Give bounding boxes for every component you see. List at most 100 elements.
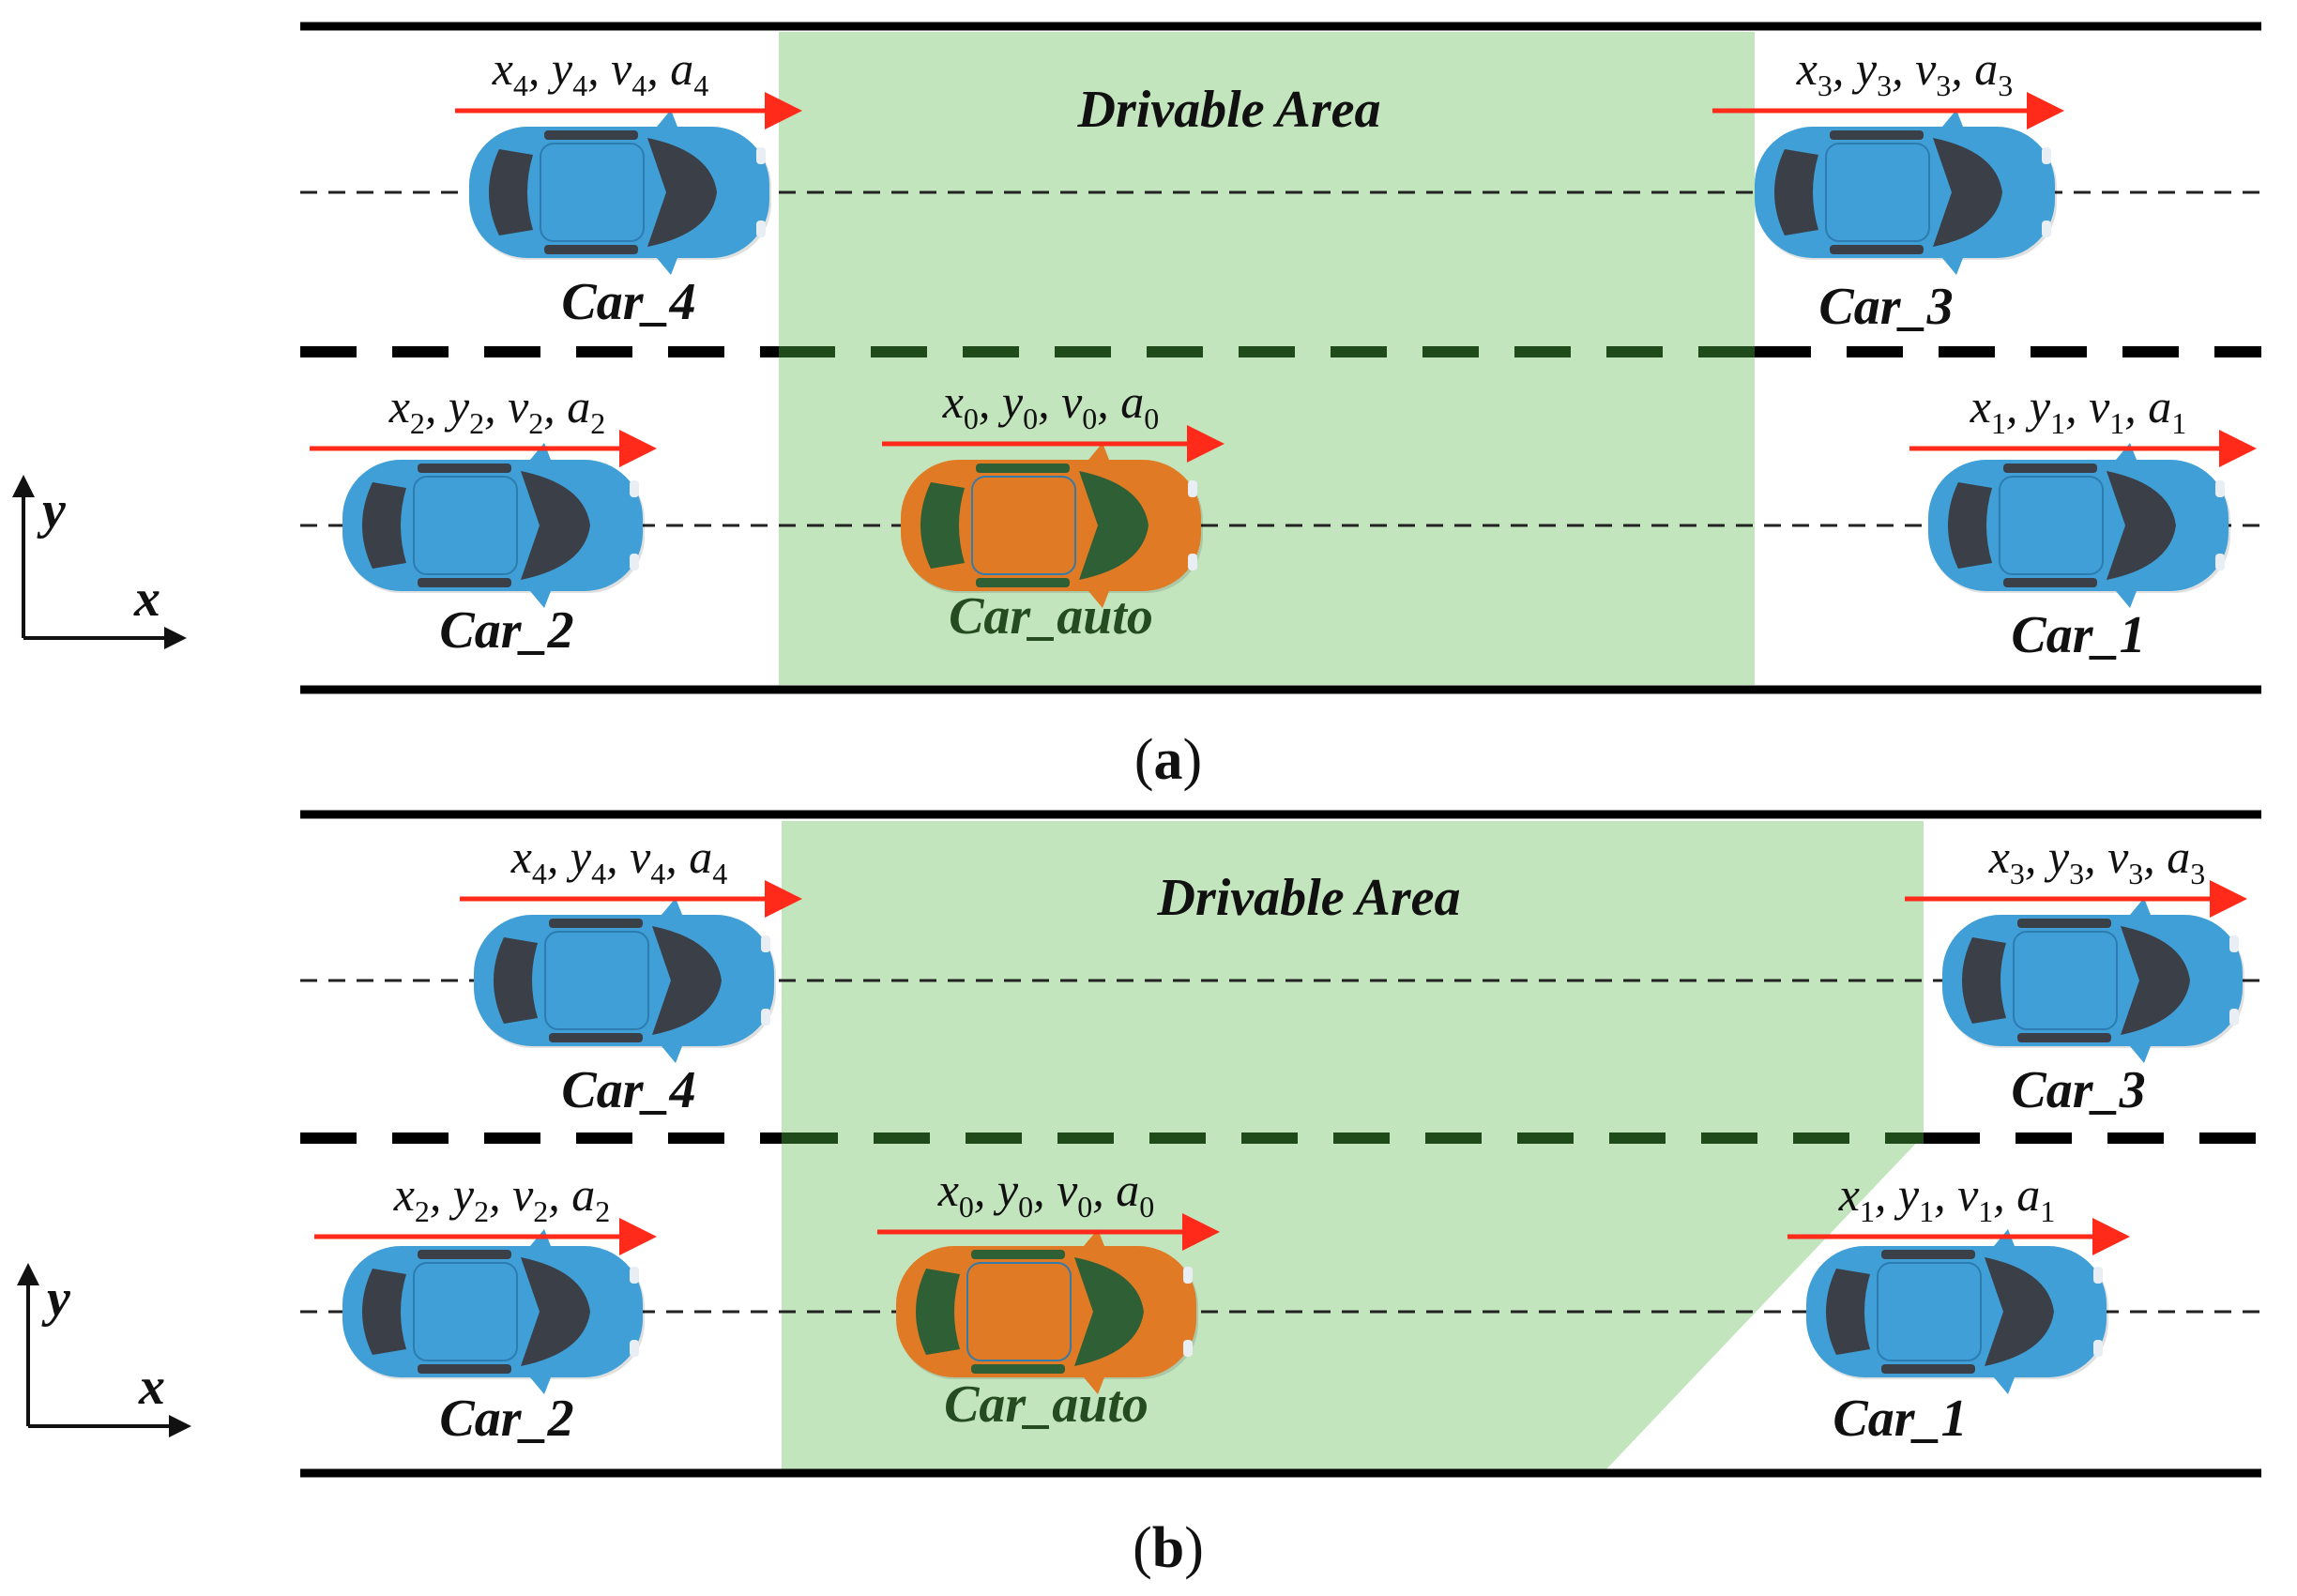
mirror-bottom [530, 591, 551, 608]
side-window-top [976, 464, 1070, 473]
state-var: v [508, 380, 529, 433]
headlight-top [1188, 480, 1197, 497]
car-roof [971, 476, 1076, 575]
car_2-car-icon [342, 443, 645, 608]
y-axis-label: y [41, 1269, 71, 1328]
rear-window [362, 1269, 406, 1355]
state-subscript: 4 [712, 857, 727, 890]
state-var: v [1957, 1168, 1979, 1221]
state-comma: , [979, 375, 1002, 428]
state-subscript: 4 [513, 68, 528, 102]
car_auto-car-icon [896, 1229, 1198, 1394]
windshield [2121, 926, 2190, 1035]
mirror-top [530, 443, 551, 460]
windshield [1933, 138, 2002, 247]
state-subscript: 3 [1936, 68, 1951, 102]
mirror-bottom [1994, 1377, 2015, 1394]
mirror-top [2130, 898, 2151, 915]
state-subscript: 2 [528, 406, 543, 440]
side-window-bottom [1881, 1364, 1975, 1374]
car-roof [544, 931, 649, 1030]
headlight-bottom [630, 1340, 639, 1357]
headlight-bottom [761, 1009, 770, 1026]
state-var: y [2044, 830, 2070, 883]
rear-window [362, 482, 406, 569]
rear-window [489, 149, 533, 236]
state-var: x [510, 830, 532, 883]
windshield [2107, 471, 2176, 580]
state-subscript: 4 [591, 857, 606, 890]
state-var: y [547, 42, 573, 95]
car-roof [413, 1262, 518, 1361]
state-vector-label: x3, y3, v3, a3 [1988, 830, 2206, 890]
state-var: y [566, 830, 592, 883]
state-subscript: 0 [1139, 1190, 1154, 1224]
state-subscript: 4 [572, 68, 587, 102]
state-comma: , [1951, 42, 1974, 95]
state-subscript: 0 [1023, 402, 1038, 435]
vehicle-name-label: Car_4 [561, 1061, 695, 1119]
vehicle-name-label: Car_1 [2011, 606, 2145, 664]
side-window-bottom [2017, 1033, 2111, 1042]
mirror-bottom [2130, 1046, 2151, 1063]
state-comma: , [1033, 1163, 1057, 1216]
headlight-top [1183, 1267, 1193, 1284]
state-var: y [2025, 380, 2051, 433]
state-subscript: 0 [1144, 402, 1159, 435]
state-comma: , [1097, 375, 1120, 428]
car_2-car-icon [342, 1229, 645, 1394]
state-var: v [512, 1168, 534, 1221]
state-var: a [1116, 1163, 1139, 1216]
vehicle-name-label: Car_1 [1833, 1390, 1967, 1448]
state-comma: , [1892, 42, 1915, 95]
state-var: x [942, 375, 964, 428]
state-subscript: 3 [2128, 857, 2143, 890]
y-axis-label: y [37, 481, 67, 540]
state-subscript: 2 [415, 1194, 430, 1228]
state-vector-label: x4, y4, v4, a4 [510, 830, 728, 890]
state-vector-label: x1, y1, v1, a1 [1970, 380, 2187, 440]
state-comma: , [1038, 375, 1061, 428]
state-var: v [1061, 375, 1083, 428]
drivable-area-label: Drivable Area [1157, 869, 1461, 927]
state-var: x [388, 380, 410, 433]
state-comma: , [1934, 1168, 1957, 1221]
drivable-area-label: Drivable Area [1077, 81, 1381, 139]
windshield [652, 926, 722, 1035]
state-var: a [689, 830, 712, 883]
car_1-car-icon [1928, 443, 2230, 608]
state-var: y [993, 1163, 1019, 1216]
state-comma: , [489, 1168, 512, 1221]
side-window-top [1881, 1250, 1975, 1259]
car-roof [1999, 476, 2104, 575]
state-subscript: 0 [1077, 1190, 1092, 1224]
state-var: v [1915, 42, 1937, 95]
windshield [647, 138, 717, 247]
state-var: x [1988, 830, 2010, 883]
side-window-top [2017, 919, 2111, 928]
mirror-top [662, 898, 682, 915]
rear-window [1774, 149, 1818, 236]
state-var: a [2167, 830, 2190, 883]
state-subscript: 2 [595, 1194, 610, 1228]
headlight-bottom [2093, 1340, 2103, 1357]
state-comma: , [547, 830, 570, 883]
state-comma: , [2025, 830, 2048, 883]
state-comma: , [528, 42, 552, 95]
state-vector-label: x4, y4, v4, a4 [492, 42, 709, 102]
rear-window [1962, 937, 2006, 1024]
rear-window [1826, 1269, 1870, 1355]
state-comma: , [1833, 42, 1856, 95]
windshield [1079, 471, 1148, 580]
car_auto-car-icon [901, 443, 1203, 608]
state-var: a [2148, 380, 2171, 433]
state-comma: , [647, 42, 670, 95]
